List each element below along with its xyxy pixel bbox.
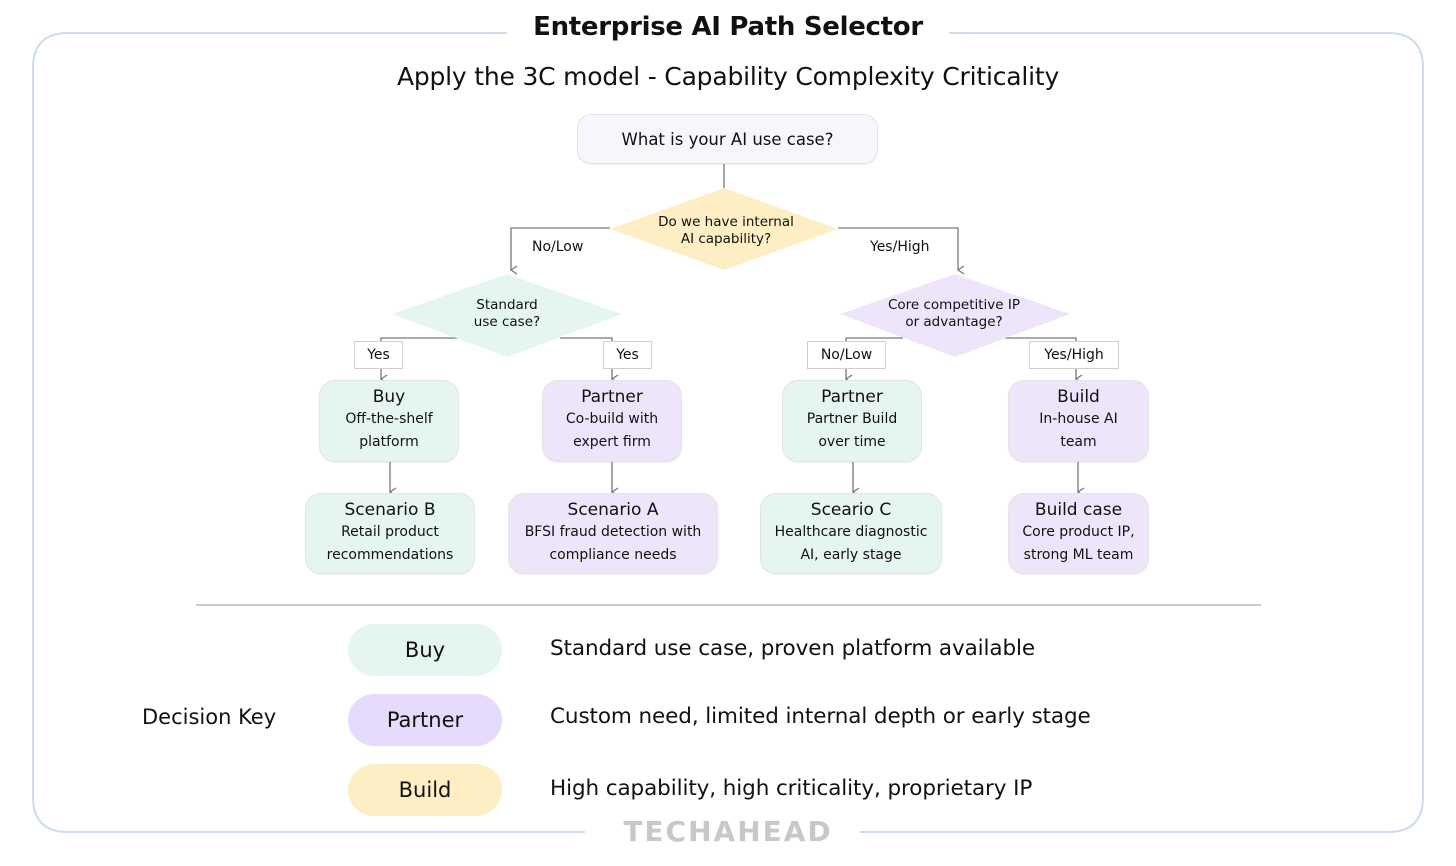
- branch-tag-yes-buy: Yes: [354, 341, 403, 369]
- key-pill-buy: Buy: [348, 624, 502, 676]
- outcome-partner-cobuild: Partner Co-build with expert firm: [542, 380, 682, 462]
- edge-label-yes-high: Yes/High: [870, 239, 930, 255]
- connector-yes-high: [838, 227, 965, 275]
- page-subtitle: Apply the 3C model - Capability Complexi…: [396, 62, 1060, 91]
- decision-core-label: Core competitive IP or advantage?: [887, 297, 1021, 330]
- decision-key-title: Decision Key: [142, 705, 277, 729]
- edge-label-no-low: No/Low: [532, 239, 584, 255]
- scenario-c: Sceario C Healthcare diagnostic AI, earl…: [760, 493, 942, 574]
- decision-standard-label: Standard use case?: [473, 297, 541, 330]
- scenario-a: Scenario A BFSI fraud detection with com…: [508, 493, 718, 574]
- key-desc-buy: Standard use case, proven platform avail…: [550, 636, 1036, 661]
- connector-core-right: [1005, 337, 1077, 341]
- connector-core-left: [845, 337, 903, 341]
- outcome-build: Build In-house AI team: [1008, 380, 1149, 462]
- outer-frame: [32, 32, 1424, 833]
- branch-tag-no-low: No/Low: [807, 341, 886, 369]
- key-pill-partner: Partner: [348, 694, 502, 746]
- brand-logo: TECHAHEAD: [0, 815, 1456, 848]
- key-desc-partner: Custom need, limited internal depth or e…: [550, 704, 1091, 729]
- branch-tag-yes-high: Yes/High: [1029, 341, 1119, 369]
- key-desc-build: High capability, high criticality, propr…: [550, 776, 1033, 801]
- connector-no-low: [509, 227, 610, 275]
- start-node: What is your AI use case?: [577, 114, 878, 164]
- connector-standard-left: [380, 337, 458, 341]
- decision-capability-label: Do we have internal AI capability?: [658, 214, 794, 247]
- outcome-partner-build: Partner Partner Build over time: [782, 380, 922, 462]
- scenario-b: Scenario B Retail product recommendation…: [305, 493, 475, 574]
- decision-core-diamond: [840, 274, 1070, 357]
- outcome-buy: Buy Off-the-shelf platform: [319, 380, 459, 462]
- branch-tag-yes-partner: Yes: [603, 341, 652, 369]
- decision-standard-diamond: [392, 274, 622, 357]
- connector-standard-right: [560, 337, 613, 341]
- page-title: Enterprise AI Path Selector: [0, 12, 1456, 42]
- key-pill-build: Build: [348, 764, 502, 816]
- decision-capability-diamond: [610, 188, 838, 270]
- scenario-build-case: Build case Core product IP, strong ML te…: [1008, 493, 1149, 574]
